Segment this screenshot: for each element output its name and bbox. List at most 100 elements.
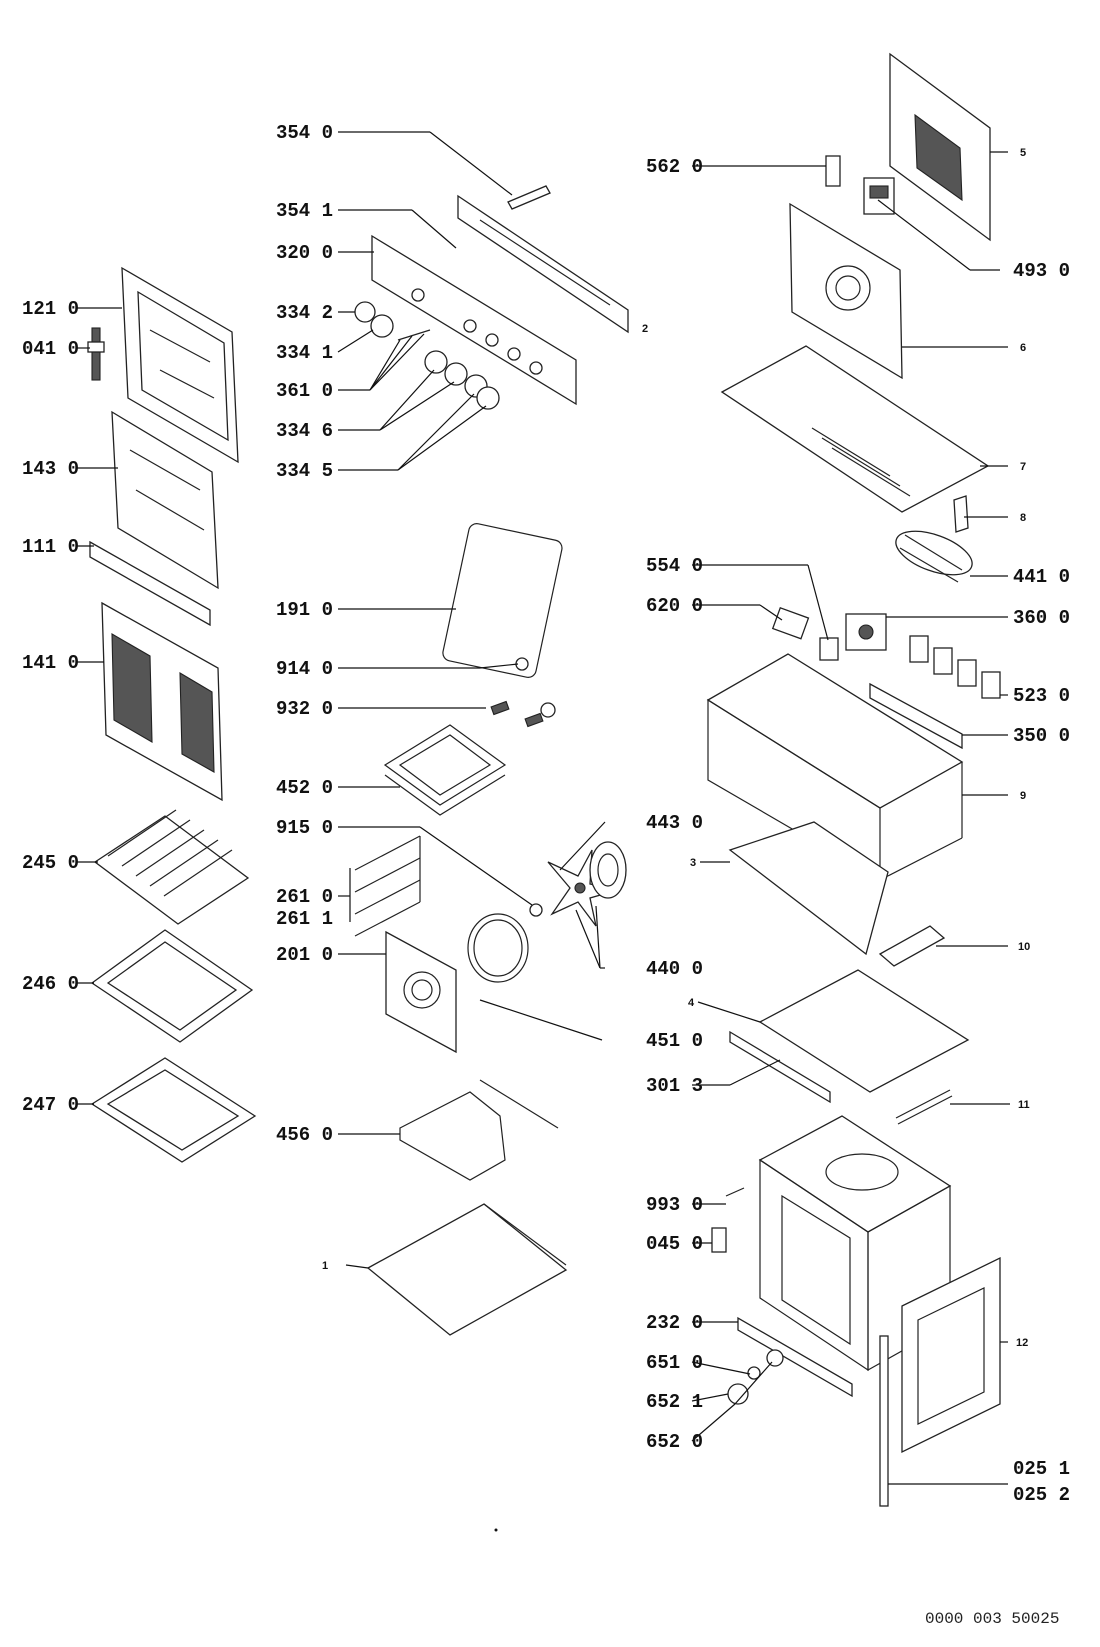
label-320-0: 320 0	[276, 242, 333, 264]
control-knobs-part	[354, 301, 500, 410]
label-456-0: 456 0	[276, 1124, 333, 1146]
label-354-1: 354 1	[276, 200, 333, 222]
door-glass-part	[111, 410, 219, 590]
label-334-2: 334 2	[276, 302, 333, 324]
shelf-runners-part	[354, 835, 421, 937]
wire-shelf-part	[93, 809, 250, 925]
small-label-1: 1	[322, 1260, 328, 1272]
label-121-0: 121 0	[22, 298, 79, 320]
strip-10-part	[878, 925, 946, 967]
label-111-0: 111 0	[22, 536, 79, 558]
label-562-0: 562 0	[646, 156, 703, 178]
small-label-4: 4	[688, 997, 695, 1009]
label-191-0: 191 0	[276, 599, 333, 621]
label-301-3: 301 3	[646, 1075, 703, 1097]
label-201-0: 201 0	[276, 944, 333, 966]
top-cover-part	[720, 345, 990, 513]
electrical-housing-part	[706, 653, 964, 882]
label-441-0: 441 0	[1013, 566, 1070, 588]
small-label-5: 5	[1020, 147, 1026, 159]
label-025-2: 025 2	[1013, 1484, 1070, 1506]
label-452-0: 452 0	[276, 777, 333, 799]
control-bracket-part	[457, 194, 629, 334]
label-232-0: 232 0	[646, 1312, 703, 1334]
document-number: 0000 003 50025	[925, 1610, 1060, 1628]
circular-element-part	[467, 913, 529, 983]
strip-11-part	[895, 1089, 953, 1125]
label-443-0: 443 0	[646, 812, 703, 834]
side-rail-part	[879, 1335, 889, 1507]
small-label-6: 6	[1020, 342, 1026, 354]
label-451-0: 451 0	[646, 1030, 703, 1052]
label-523-0: 523 0	[1013, 685, 1070, 707]
oven-cavity-part	[758, 1115, 952, 1372]
lamp-parts	[727, 1349, 784, 1405]
label-143-0: 143 0	[22, 458, 79, 480]
bottom-element-part	[399, 1079, 559, 1181]
fan-nut-part	[529, 903, 543, 917]
label-652-0: 652 0	[646, 1431, 703, 1453]
door-inner-frame-part	[121, 266, 239, 464]
bracket-clip-part	[825, 155, 841, 187]
rear-panel-part	[889, 52, 991, 242]
small-label-2: 2	[642, 323, 648, 335]
label-620-0: 620 0	[646, 595, 703, 617]
side-panel-part	[901, 1256, 1001, 1454]
thermostat-shaft-part	[507, 185, 551, 210]
door-strip-part	[89, 540, 211, 627]
drip-pan-part	[90, 1057, 257, 1163]
label-261-1: 261 1	[276, 908, 333, 930]
label-334-5: 334 5	[276, 460, 333, 482]
fan-cover-part	[385, 930, 457, 1054]
small-label-3: 3	[690, 857, 696, 869]
label-045-0: 045 0	[646, 1233, 703, 1255]
plate-4-part	[758, 969, 970, 1093]
element-fittings-part	[490, 657, 556, 728]
label-361-0: 361 0	[276, 380, 333, 402]
small-label-11: 11	[1018, 1099, 1030, 1111]
switch-part	[819, 637, 839, 661]
screw-part	[725, 1187, 745, 1197]
small-label-9: 9	[1020, 790, 1026, 802]
small-label-7: 7	[1020, 461, 1026, 473]
part-labels: 121 0 041 0 143 0 111 0 141 0 245 0 246 …	[22, 122, 1070, 1506]
label-651-0: 651 0	[646, 1352, 703, 1374]
bracket-8-part	[953, 495, 969, 533]
small-label-10: 10	[1018, 941, 1030, 953]
door-seal-part	[442, 523, 563, 678]
label-354-0: 354 0	[276, 122, 333, 144]
label-932-0: 932 0	[276, 698, 333, 720]
part-drawings	[87, 52, 1001, 1507]
label-993-0: 993 0	[646, 1194, 703, 1216]
label-350-0: 350 0	[1013, 725, 1070, 747]
plate-3-part	[728, 821, 889, 956]
label-141-0: 141 0	[22, 652, 79, 674]
relays-part	[909, 635, 1001, 699]
small-label-12: 12	[1016, 1337, 1028, 1349]
label-493-0: 493 0	[1013, 260, 1070, 282]
label-041-0: 041 0	[22, 338, 79, 360]
label-652-1: 652 1	[646, 1391, 703, 1413]
bottom-plate-part	[366, 1203, 568, 1336]
label-246-0: 246 0	[22, 973, 79, 995]
label-261-0: 261 0	[276, 886, 333, 908]
terminal-block-part	[771, 606, 810, 640]
label-334-1: 334 1	[276, 342, 333, 364]
door-catch-part	[711, 1227, 727, 1253]
door-hinge-part	[87, 327, 105, 381]
label-247-0: 247 0	[22, 1094, 79, 1116]
label-554-0: 554 0	[646, 555, 703, 577]
selector-switch-part	[845, 613, 887, 651]
control-panel-part	[371, 234, 577, 406]
tangential-fan-part	[895, 530, 973, 583]
terminal-strip-part	[869, 682, 963, 750]
stray-dot	[494, 1528, 498, 1532]
grill-element-part	[383, 724, 507, 816]
small-label-8: 8	[1020, 512, 1026, 524]
door-outer-panel-part	[101, 601, 223, 802]
front-strip-232-part	[737, 1316, 853, 1398]
fan-motor-part	[589, 841, 627, 899]
rail-301-part	[729, 1030, 831, 1104]
leader-lines	[77, 131, 1010, 1485]
